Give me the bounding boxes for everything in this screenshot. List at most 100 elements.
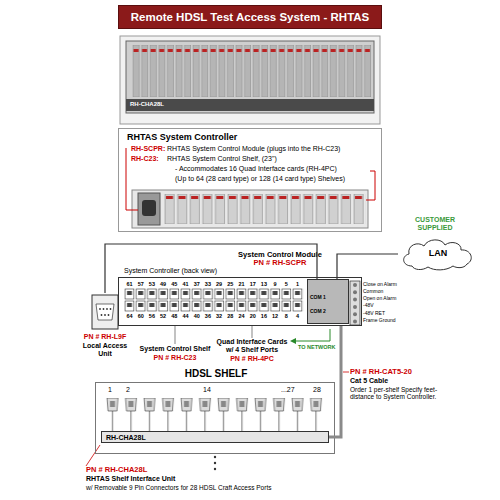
callout-text: Cat 5 Cable xyxy=(350,377,388,385)
hdsl-shelf: RH-CHA28LHDSL SHELF xyxy=(95,382,335,454)
connector-line xyxy=(105,244,317,293)
node-heading: LAN xyxy=(398,248,478,258)
db9-connector xyxy=(92,295,118,329)
node-text: RH-C23: xyxy=(131,155,159,163)
title-banner: Remote HDSL Test Access System - RHTAS xyxy=(118,5,382,29)
callout-text: CUSTOMER SUPPLIED xyxy=(410,216,460,232)
rack-cards xyxy=(132,45,372,97)
port-number: 13 xyxy=(258,281,269,287)
node-heading: RH-CHA28L xyxy=(106,434,146,442)
node-text: COM 2 xyxy=(310,309,326,315)
leader-line xyxy=(252,326,253,338)
craft-connectors xyxy=(104,398,326,432)
callout-text: System Control Shelf xyxy=(130,345,220,353)
terminal-label: Close on Alarm xyxy=(363,282,397,288)
continuation-dots xyxy=(214,456,216,470)
port-number: 32 xyxy=(214,313,225,319)
lan-cloud: LAN xyxy=(398,236,478,272)
callout-text: TO NETWORK xyxy=(298,344,335,350)
port-number: 29 xyxy=(214,281,225,287)
terminal-screws xyxy=(353,283,357,324)
port-number: 49 xyxy=(158,281,169,287)
callout-text: PN # RH-4PC xyxy=(212,355,292,363)
port-number: 9 xyxy=(270,281,281,287)
node-heading: RHTAS System Controller xyxy=(127,132,237,142)
node-text: - Accommodates 16 Quad Interface cards (… xyxy=(175,165,337,173)
node-text: RH-SCPR: xyxy=(131,145,165,153)
callout-text: 14 xyxy=(203,386,211,394)
port-number: 45 xyxy=(169,281,180,287)
leader-line xyxy=(366,171,375,200)
leader-line xyxy=(343,372,349,373)
terminal-label: Frame Ground xyxy=(363,318,396,324)
leader-line xyxy=(175,326,176,344)
port-number: 57 xyxy=(135,281,146,287)
port-number: 28 xyxy=(225,313,236,319)
port-number: 60 xyxy=(135,313,146,319)
terminal-label: -48V RET xyxy=(363,311,385,317)
port-number: 41 xyxy=(180,281,191,287)
port-number: 4 xyxy=(292,313,303,319)
node-heading: PN # RH-L9F xyxy=(70,333,140,341)
node-text: RHTAS System Control Module (plugs into … xyxy=(167,145,340,153)
control-shelf-drawing xyxy=(132,190,368,228)
port-number: 12 xyxy=(270,313,281,319)
port-number: 61 xyxy=(124,281,135,287)
photo-frame xyxy=(120,36,380,124)
port-number: 53 xyxy=(146,281,157,287)
port-number: 25 xyxy=(225,281,236,287)
port-number: 17 xyxy=(247,281,258,287)
terminal-label: Open on Alarm xyxy=(363,296,396,302)
network-wire xyxy=(296,329,330,341)
port-number: 40 xyxy=(191,313,202,319)
db9-shell xyxy=(96,304,114,320)
callout-text: 2 xyxy=(126,386,130,394)
port-number: 56 xyxy=(146,313,157,319)
card-slots xyxy=(164,194,366,224)
port-number: 36 xyxy=(202,313,213,319)
node-heading: HDSL SHELF xyxy=(96,368,336,380)
node-text: RHTAS System Control Shelf, (23") xyxy=(167,155,277,163)
db9-pins xyxy=(99,308,111,316)
phone-icon xyxy=(142,200,156,216)
terminal-label: -48V xyxy=(363,303,374,309)
port-number: 44 xyxy=(180,313,191,319)
port-number: 21 xyxy=(236,281,247,287)
callout-text: RH-CHA28L xyxy=(130,101,164,108)
callout-text: ...27 xyxy=(281,386,295,394)
callout-text: PN # RH-C23 xyxy=(130,354,220,362)
leader-line xyxy=(86,445,100,466)
callout-text: PN # RH-CHA28L xyxy=(86,466,147,475)
terminal-block xyxy=(350,281,360,325)
title-text: Remote HDSL Test Access System - RHTAS xyxy=(119,11,381,24)
control-module: COM 1 COM 2 xyxy=(307,279,349,324)
port-number: 20 xyxy=(247,313,258,319)
callout-text: Order 1 per-shelf Specify feet-distance … xyxy=(350,386,442,401)
port-number: 5 xyxy=(281,281,292,287)
node-heading: System Controller (back view) xyxy=(124,267,217,275)
port-number: 37 xyxy=(191,281,202,287)
rack-face xyxy=(126,41,374,113)
terminal-label: Common xyxy=(363,289,383,295)
callout-text: 28 xyxy=(313,386,321,394)
rack-strip xyxy=(126,99,374,111)
shelf-interface-bar: RH-CHA28L xyxy=(101,431,329,443)
connector-line xyxy=(337,254,398,279)
callout-text: PN # RH-SCPR xyxy=(225,259,335,268)
node-text: (Up to 64 (28 card type) or 128 (14 card… xyxy=(175,175,345,183)
node-text: Local Access Unit xyxy=(80,342,130,358)
callout-text: RHTAS Shelf Interface Unit xyxy=(86,475,175,483)
controller-box: RHTAS System ControllerRH-SCPR:RHTAS Sys… xyxy=(118,128,382,232)
port-number: 1 xyxy=(292,281,303,287)
node-heading: COM 1 xyxy=(310,295,326,301)
cat5-cable xyxy=(329,326,341,437)
callout-text: Quad Interface Cards w/ 4 Shelf Ports xyxy=(212,338,292,354)
port-number: 64 xyxy=(124,313,135,319)
local-access-unit: PN # RH-L9FLocal Access Unit xyxy=(70,293,140,365)
control-module-drawing xyxy=(138,193,160,225)
callout-text: PN # RH-CAT5-20 xyxy=(350,368,412,377)
port-number: 24 xyxy=(236,313,247,319)
port-number: 16 xyxy=(258,313,269,319)
